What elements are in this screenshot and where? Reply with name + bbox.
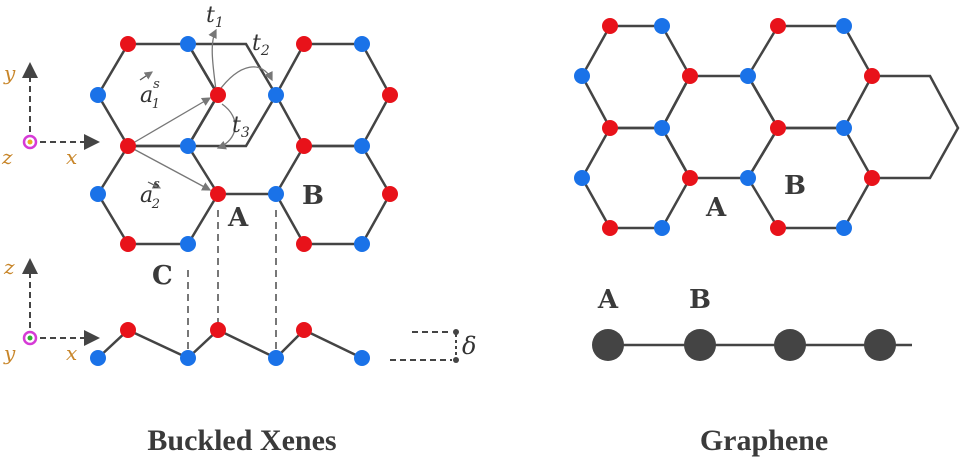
hopping-arrows [127, 28, 273, 191]
atom-b [354, 36, 370, 52]
t1-label: t1 [206, 3, 224, 31]
svg-text:as1: as1 [140, 77, 160, 112]
chain-label-a: A [597, 285, 619, 315]
atom-a [120, 322, 136, 338]
atom-b [836, 18, 852, 34]
atom-a [210, 322, 226, 338]
side-axes: z x y [3, 255, 100, 365]
atom-a [682, 68, 698, 84]
atom-a [864, 170, 880, 186]
atom-b [836, 120, 852, 136]
atom-b [354, 138, 370, 154]
atom-b [180, 350, 196, 366]
atom-a [682, 170, 698, 186]
atom-b [740, 68, 756, 84]
axis-z-label: z [1, 145, 13, 169]
atom-a [120, 138, 136, 154]
atom-a [602, 120, 618, 136]
atom-b [740, 170, 756, 186]
graphene-chain-atom [684, 329, 716, 361]
atom-a [296, 322, 312, 338]
buckled-atoms [90, 36, 398, 252]
top-axes: y x z [1, 61, 100, 169]
atom-a [602, 220, 618, 236]
atom-b [90, 87, 106, 103]
graphene-bonds [580, 24, 960, 230]
axis-x-label: x [66, 145, 77, 169]
atom-b [90, 350, 106, 366]
atom-b [180, 138, 196, 154]
atom-b [574, 68, 590, 84]
graphene-top-view: A B [574, 18, 960, 236]
site-label-c: C [152, 261, 173, 291]
atom-a [296, 138, 312, 154]
atom-b [354, 350, 370, 366]
t3-arrow [216, 103, 236, 150]
graphene-site-label-b: B [784, 171, 806, 201]
atom-b [354, 236, 370, 252]
delta-label: δ [462, 332, 476, 360]
atom-b [654, 220, 670, 236]
atom-b [180, 236, 196, 252]
a2-vector [127, 145, 212, 191]
site-label-b: B [302, 181, 324, 211]
a1-vector [127, 97, 212, 147]
axis-x-label: x [66, 341, 77, 365]
atom-b [268, 350, 284, 366]
atom-a [864, 68, 880, 84]
graphene-chain-atom [774, 329, 806, 361]
atom-b [180, 36, 196, 52]
atom-a [770, 220, 786, 236]
atom-b [268, 87, 284, 103]
axis-z-label: z [3, 255, 15, 279]
t3-label: t3 [232, 113, 250, 141]
projection-lines [187, 210, 277, 356]
atom-a [382, 186, 398, 202]
graphene-chain-atom [592, 329, 624, 361]
caption-graphene: Graphene [700, 424, 828, 457]
graphene-chain-atom [864, 329, 896, 361]
graphene-side-view: A B [592, 285, 912, 361]
chain-label-b: B [689, 285, 711, 315]
atom-a [382, 87, 398, 103]
atom-b [654, 18, 670, 34]
atom-a [296, 236, 312, 252]
atom-a [770, 120, 786, 136]
t1-arrow [208, 28, 217, 91]
site-label-a: A [227, 203, 249, 233]
atom-a [602, 18, 618, 34]
atom-a [210, 87, 226, 103]
atom-b [268, 186, 284, 202]
atom-a [770, 18, 786, 34]
atom-b [654, 120, 670, 136]
atom-b [90, 186, 106, 202]
t2-arrow [217, 66, 273, 93]
buckled-side-view: δ z x y [3, 255, 476, 366]
atom-b [574, 170, 590, 186]
t2-label: t2 [252, 31, 270, 59]
axis-y-label: y [3, 341, 16, 365]
atom-b [836, 220, 852, 236]
svg-text:as2: as2 [140, 177, 160, 212]
atom-a [120, 236, 136, 252]
graphene-site-label-a: A [705, 193, 727, 223]
buckling-indicator: δ [390, 329, 476, 363]
atom-a [296, 36, 312, 52]
atom-a [210, 186, 226, 202]
atom-a [120, 36, 136, 52]
axis-y-label: y [3, 61, 16, 85]
caption-buckled-xenes: Buckled Xenes [147, 424, 336, 457]
graphene-atoms [574, 18, 880, 236]
